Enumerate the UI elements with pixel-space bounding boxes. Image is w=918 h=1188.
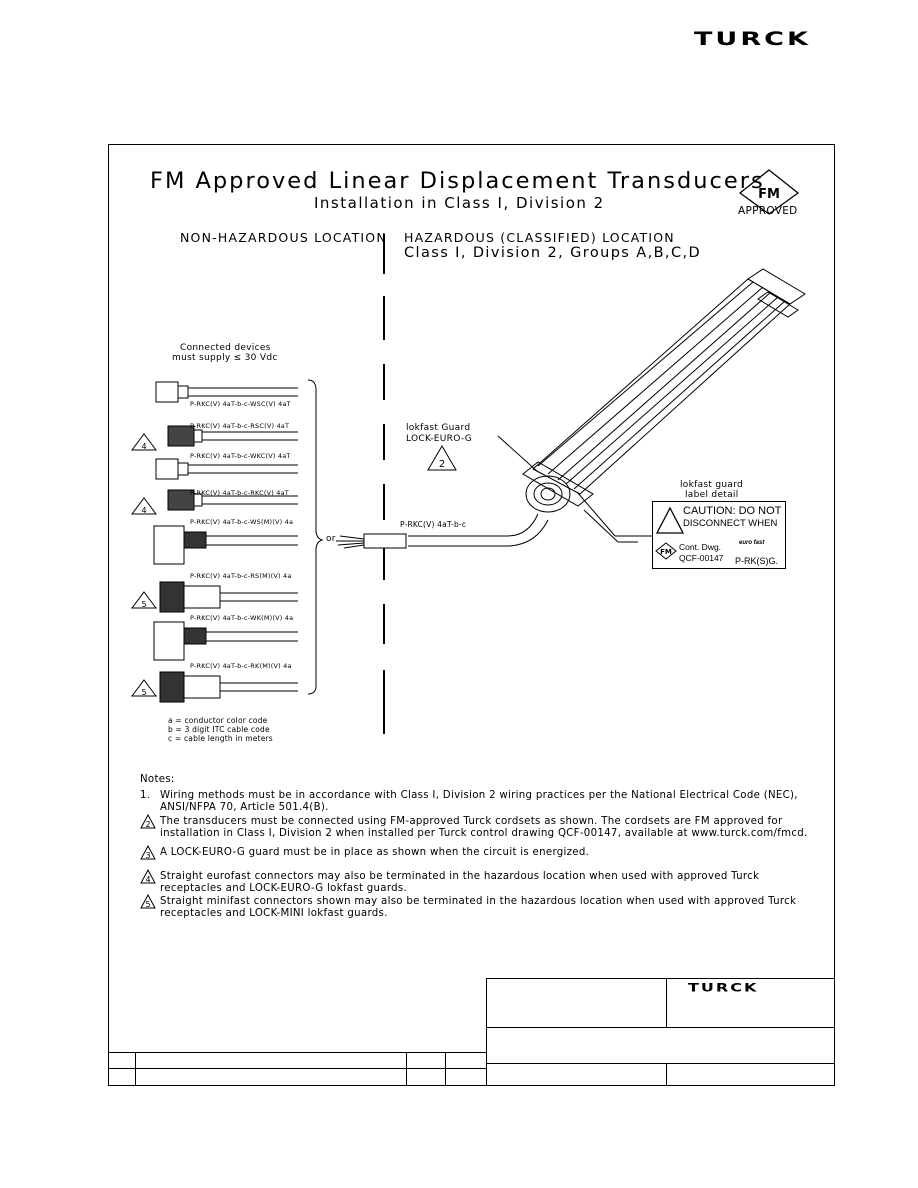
note-3-line-1: A LOCK-EURO-G guard must be in place as … [160, 847, 590, 858]
cordset-label-5: P-RKC(V) 4aT-b-c-WS(M)(V) 4a [190, 518, 294, 526]
cordset-label-3: P-RKC(V) 4aT-b-c-WKC(V) 4aT [190, 452, 291, 460]
note-2-triangle-icon: 2 [140, 814, 156, 829]
lokfast-guard-part: LOCK-EURO-G [406, 434, 472, 444]
note-2-line-1: The transducers must be connected using … [160, 816, 783, 827]
revision-col-1 [108, 1052, 136, 1086]
label-part-number: P-RK(S)G. [735, 556, 779, 566]
note-1-line-2: ANSI/NFPA 70, Article 501.4(B). [160, 802, 329, 813]
note-marker-d: 5 [141, 688, 146, 697]
cordset-label-2: P-RKC(V) 4aT-b-c-RSC(V) 4aT [190, 422, 290, 430]
label-detail-title-2: label detail [685, 490, 739, 500]
note-marker-b: 4 [141, 506, 146, 515]
fm-small-badge: FM [655, 542, 677, 560]
cordset-label-6: P-RKC(V) 4aT-b-c-RS(M)(V) 4a [190, 572, 292, 580]
caution-triangle-icon [655, 506, 685, 534]
revision-col-2 [406, 1052, 446, 1086]
note-marker-a: 4 [141, 442, 146, 451]
non-hazardous-label: NON-HAZARDOUS LOCATION [180, 230, 387, 245]
cont-dwg-label: Cont. Dwg. [679, 542, 722, 552]
note-3-triangle-icon: 3 [140, 845, 156, 860]
note-4-line-2: receptacles and LOCK-EURO-G lokfast guar… [160, 883, 408, 894]
legend-c: c = cable length in meters [168, 734, 273, 743]
note-1-line-1: Wiring methods must be in accordance wit… [160, 790, 798, 801]
note-1-marker: 1. [140, 790, 151, 801]
drawing-subtitle: Installation in Class I, Division 2 [314, 194, 605, 212]
caution-line-2: DISCONNECT WHEN [683, 518, 778, 529]
note-5-marker: 5 [145, 900, 150, 909]
note-4-marker: 4 [145, 875, 150, 884]
drawing-title: FM Approved Linear Displacement Transduc… [150, 168, 765, 194]
turck-logo: TURCK [694, 28, 811, 50]
title-block-cell-b [486, 1027, 835, 1064]
fm-diamond-shape [738, 169, 800, 215]
fm-small-mark: FM [660, 548, 672, 556]
legend-a: a = conductor color code [168, 716, 268, 725]
cordset-label-8: P-RKC(V) 4aT-b-c-RK(M)(V) 4a [190, 662, 292, 670]
leader-lines [497, 435, 638, 543]
cont-dwg-number: QCF-00147 [679, 553, 724, 563]
note-triangles [131, 433, 457, 697]
supply-note-line1: Connected devices [180, 343, 271, 353]
main-cable-label: P-RKC(V) 4aT-b-c [400, 520, 467, 529]
label-detail-title-1: lokfast guard [680, 480, 744, 490]
eurofast-brand-mark: euro fast [739, 540, 765, 546]
label-detail-box: CAUTION: DO NOT DISCONNECT WHEN FM Cont.… [652, 501, 786, 569]
main-cable [336, 513, 549, 549]
title-block-cell-a [486, 978, 667, 1028]
guard-note-marker: 2 [439, 459, 445, 470]
fm-mark: FM [758, 187, 780, 202]
notes-title: Notes: [140, 774, 175, 785]
title-block-logo: TURCK [688, 981, 759, 995]
cordset-label-7: P-RKC(V) 4aT-b-c-WK(M)(V) 4a [190, 614, 294, 622]
note-marker-c: 5 [141, 600, 146, 609]
hazardous-label: HAZARDOUS (CLASSIFIED) LOCATION [404, 230, 675, 245]
cordset-label-4: P-RKC(V) 4aT-b-c-RKC(V) 4aT [190, 489, 289, 497]
note-4-triangle-icon: 4 [140, 869, 156, 884]
title-block-cell-c [666, 1063, 835, 1086]
cordset-label-1: P-RKC(V) 4aT-b-c-WSC(V) 4aT [190, 400, 291, 408]
hazardous-class-label: Class I, Division 2, Groups A,B,C,D [404, 245, 702, 261]
note-3-marker: 3 [145, 851, 150, 860]
note-2-line-2: installation in Class I, Division 2 when… [160, 828, 808, 839]
note-4-line-1: Straight eurofast connectors may also be… [160, 871, 760, 882]
linear-transducer [522, 268, 806, 513]
note-5-line-2: receptacles and LOCK-MINI lokfast guards… [160, 908, 388, 919]
caution-line-1: CAUTION: DO NOT [683, 505, 782, 517]
or-label: or [326, 534, 336, 544]
note-5-line-1: Straight minifast connectors shown may a… [160, 896, 797, 907]
label-detail-leader [576, 491, 653, 537]
legend-b: b = 3 digit ITC cable code [168, 725, 270, 734]
fm-approved-badge: FM [738, 169, 800, 215]
installation-drawing: 4 4 5 5 2 [131, 234, 806, 734]
fm-approved-label: APPROVED [738, 205, 798, 217]
note-5-triangle-icon: 5 [140, 894, 156, 909]
lokfast-guard-label: lokfast Guard [406, 423, 471, 433]
note-2-marker: 2 [145, 820, 150, 829]
supply-note-line2: must supply ≤ 30 Vdc [172, 353, 278, 363]
cordset-group [153, 379, 324, 703]
